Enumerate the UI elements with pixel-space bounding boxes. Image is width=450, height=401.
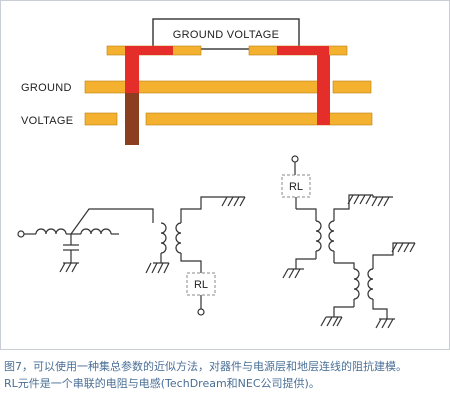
via-left-red xyxy=(125,55,139,93)
caption-line-1: 图7，可以使用一种集总参数的近似方法，对器件与电源层和地层连线的阻抗建模。 xyxy=(4,360,407,373)
inductor-right-1b xyxy=(328,220,335,252)
inductor-right-2a xyxy=(353,268,360,300)
figure-caption: 图7，可以使用一种集总参数的近似方法，对器件与电源层和地层连线的阻抗建模。 RL… xyxy=(4,358,448,392)
voltage-plane-strip xyxy=(145,112,373,126)
rl-element-left xyxy=(186,272,216,296)
inductor-left-vertical xyxy=(160,222,167,254)
via-right-red xyxy=(317,55,330,125)
inductor-left-vertical-2 xyxy=(175,222,182,254)
via-right-cap xyxy=(277,46,329,55)
rl-label-right: RL xyxy=(289,181,303,193)
inductor-left-1 xyxy=(35,228,67,235)
ground-plane-strip-right xyxy=(332,80,372,94)
left-input-node xyxy=(17,230,25,238)
rl-label-left: RL xyxy=(194,279,208,291)
via-left-cap xyxy=(125,46,173,55)
ground-plane-strip xyxy=(84,80,324,94)
right-top-node xyxy=(291,155,299,163)
left-lumped-circuit: RL xyxy=(17,196,246,316)
right-lumped-circuit: RL xyxy=(281,155,416,329)
component-box-label: GROUND VOLTAGE xyxy=(173,29,279,41)
rl-element-right xyxy=(281,174,311,198)
via-left-brown xyxy=(125,93,139,145)
component-box xyxy=(152,18,300,50)
pcb-lumped-model-diagram: GROUND VOLTAGE GROUND VOLTAGE xyxy=(17,18,416,329)
inductor-left-2 xyxy=(80,228,112,235)
inductor-right-2b xyxy=(367,268,374,300)
voltage-plane-strip-left xyxy=(84,112,118,126)
caption-line-2: RL元件是一个串联的电阻与电感(TechDream和NEC公司提供)。 xyxy=(4,377,320,390)
voltage-plane-label: VOLTAGE xyxy=(21,115,73,127)
ground-plane-label: GROUND xyxy=(21,82,72,94)
inductor-right-1a xyxy=(315,220,322,252)
left-output-node xyxy=(197,308,205,316)
figure-panel: GROUND VOLTAGE GROUND VOLTAGE xyxy=(0,0,450,350)
